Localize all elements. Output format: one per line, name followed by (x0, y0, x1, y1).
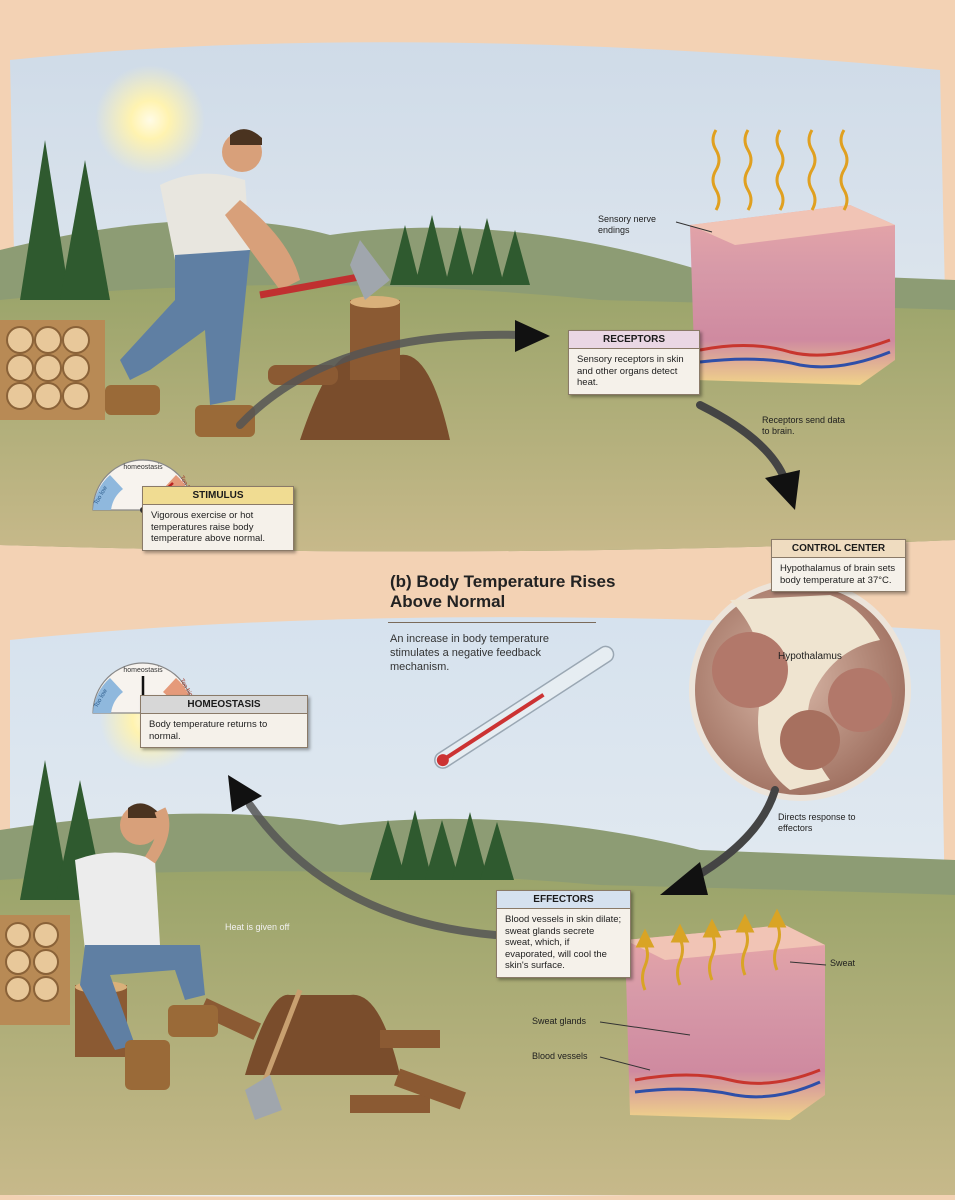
hypothalamus-label: Hypothalamus (778, 651, 842, 662)
homeostasis-box: HOMEOSTASIS Body temperature returns to … (140, 695, 308, 748)
stimulus-box: STIMULUS Vigorous exercise or hot temper… (142, 486, 294, 551)
control-center-header: CONTROL CENTER (772, 540, 905, 558)
control-center-text: Hypothalamus of brain sets body temperat… (772, 558, 905, 591)
effectors-text: Blood vessels in skin dilate; sweat glan… (497, 909, 630, 977)
stimulus-text: Vigorous exercise or hot temperatures ra… (143, 505, 293, 550)
effectors-box: EFFECTORS Blood vessels in skin dilate; … (496, 890, 631, 978)
feedback-arrows (228, 320, 800, 939)
effector-leaders (599, 961, 827, 1071)
sweat-glands-label: Sweat glands (532, 1016, 587, 1026)
control-center-box: CONTROL CENTER Hypothalamus of brain set… (771, 539, 906, 592)
receptors-text: Sensory receptors in skin and other orga… (569, 349, 699, 394)
nerve-endings-leader (675, 221, 713, 233)
skin-cross-section-upper (690, 205, 895, 385)
title-rule (388, 622, 596, 623)
tree-stump-upper (268, 296, 450, 440)
skin-cross-section-lower (625, 925, 825, 1120)
homeostasis-header: HOMEOSTASIS (141, 696, 307, 714)
log-pile-upper (0, 320, 105, 420)
stimulus-header: STIMULUS (143, 487, 293, 505)
log-pile-lower (0, 915, 70, 1025)
diagram-description: An increase in body temperature stimulat… (390, 633, 549, 673)
man-resting (75, 803, 218, 1090)
blood-vessels-label: Blood vessels (532, 1051, 588, 1061)
tree-line-upper (20, 140, 530, 300)
effectors-header: EFFECTORS (497, 891, 630, 909)
diagram-title: (b) Body Temperature Rises Above Normal (390, 572, 616, 611)
man-chopping-wood (105, 129, 390, 437)
homeostasis-text: Body temperature returns to normal. (141, 714, 307, 747)
heat-waves-upper (711, 129, 849, 211)
receptors-send-label: Receptors send data to brain. (762, 415, 846, 436)
thermometer (434, 645, 615, 769)
evaporation-arrows (635, 908, 787, 991)
sweat-label: Sweat (830, 958, 856, 968)
directs-response-label: Directs response to effectors (778, 812, 856, 833)
sun-upper (95, 65, 205, 175)
gauge-stimulus-title: homeostasis (123, 464, 163, 471)
sensory-nerve-label: Sensory nerve endings (598, 214, 657, 235)
gauge-homeostasis-title: homeostasis (123, 667, 163, 674)
hypothalamus-closeup (689, 579, 911, 801)
receptors-header: RECEPTORS (569, 331, 699, 349)
receptors-box: RECEPTORS Sensory receptors in skin and … (568, 330, 700, 395)
heat-given-off-label: Heat is given off (225, 922, 290, 932)
